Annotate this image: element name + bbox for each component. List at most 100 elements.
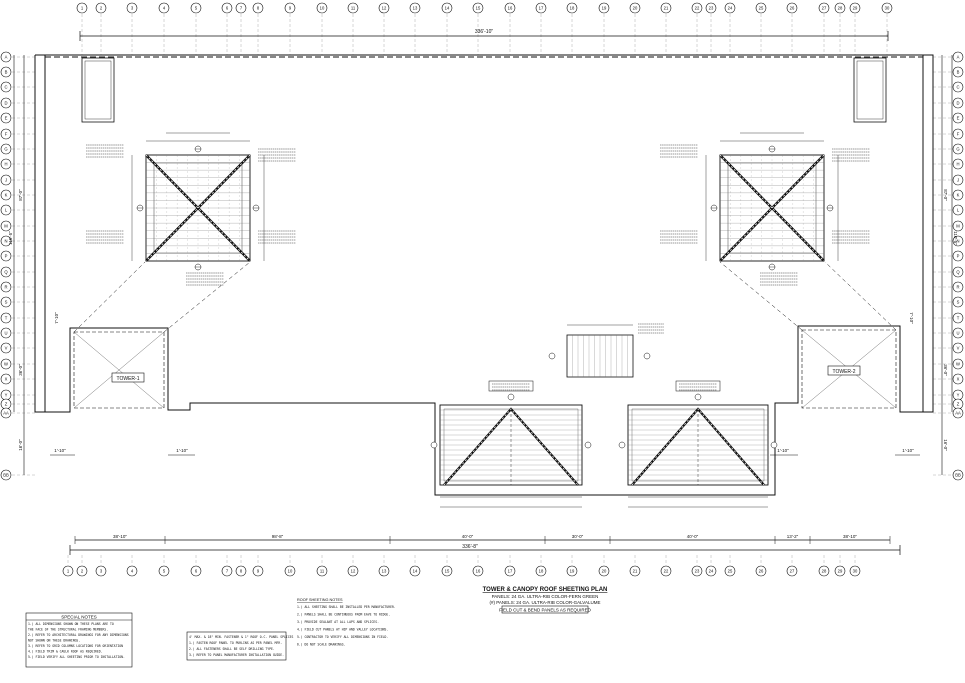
bottom-grid-bubble-label: 9 (257, 569, 260, 574)
boxed-note-frame (501, 605, 589, 614)
bottom-grid-bubble: 5 (158, 565, 170, 577)
top-grid-bubble: 6 (221, 2, 233, 14)
note-line: NOT SHOWN ON THESE DRAWINGS. (28, 639, 80, 643)
left-grid-bubble-label: E (5, 116, 8, 121)
top-grid-bubble-label: 2 (100, 6, 103, 11)
bottom-grid-bubble: 1 (62, 565, 74, 577)
bottom-grid-bubble: 17 (504, 565, 516, 577)
left-grid-bubble: Z (0, 398, 12, 410)
top-grid-bubble: 18 (566, 2, 578, 14)
right-grid-bubble: A (952, 51, 964, 63)
left-grid-bubble: X (0, 373, 12, 385)
left-dim-16: 16'-0" (18, 439, 23, 451)
bottom-grid-bubble-label: 23 (695, 569, 700, 574)
right-grid-bubble: K (952, 189, 964, 201)
bottom-grid-bubble-label: 18 (539, 569, 544, 574)
right-side-dimensions (941, 55, 953, 475)
building-outline (34, 54, 934, 496)
left-grid-bubble-label: M (4, 224, 8, 229)
bottom-grid-bubble: 30 (849, 565, 861, 577)
small-dim-2: 1'-10" (176, 448, 188, 453)
top-grid-bubble-label: 27 (822, 6, 827, 11)
small-dim-1: 1'-10" (54, 448, 66, 453)
note-line: THE FACE OF THE STRUCTURAL FRAMING MEMBE… (28, 628, 108, 632)
right-grid-bubble-label: C (956, 85, 959, 90)
tower-2-label-box (827, 365, 861, 376)
bottom-grid-bubble-label: 17 (508, 569, 513, 574)
top-grid-bubble: 11 (347, 2, 359, 14)
left-grid-bubble-label: B (5, 70, 8, 75)
bottom-grid-bubble: 16 (472, 565, 484, 577)
special-notes-block: SPECIAL NOTES 1.) ALL DIMENSIONS SHOWN O… (25, 612, 133, 668)
right-grid-bubble: T (952, 312, 964, 324)
right-grid-bubble-label: P (957, 254, 960, 259)
bottom-grid-bubble: 7 (221, 565, 233, 577)
top-grid-bubble-label: 30 (885, 6, 890, 11)
right-grid-bubble: AA (952, 407, 964, 419)
note-line: 5.) CONTRACTOR TO VERIFY ALL DIMENSIONS … (297, 635, 388, 639)
left-dim-87: 87'-0" (18, 189, 23, 201)
top-grid-bubble-label: 15 (476, 6, 481, 11)
top-grid-bubble: 16 (504, 2, 516, 14)
right-grid-bubble: C (952, 81, 964, 93)
small-dim-3: 1'-10" (777, 448, 789, 453)
right-grid-bubble: X (952, 373, 964, 385)
right-grid-bubble: E (952, 112, 964, 124)
left-grid-bubble-label: A (5, 55, 8, 60)
bottom-grid-bubble-label: 12 (351, 569, 356, 574)
bottom-grid-bubble-label: 11 (320, 569, 325, 574)
bottom-grid-bubble: 4 (126, 565, 138, 577)
top-grid-bubble-label: 12 (382, 6, 387, 11)
bottom-grid-bubble-label: 6 (195, 569, 198, 574)
top-grid-bubble: 27 (818, 2, 830, 14)
top-grid-bubble: 28 (834, 2, 846, 14)
small-dim-4: 1'-10" (902, 448, 914, 453)
left-grid-bubble-label: R (4, 285, 7, 290)
right-grid-bubble: Y (952, 389, 964, 401)
left-grid-bubble: W (0, 358, 12, 370)
left-grid-bubble-label: V (5, 346, 8, 351)
top-grid-bubble-label: 11 (351, 6, 356, 11)
top-grid-bubble-label: 16 (508, 6, 513, 11)
top-grid-bubble-label: 26 (790, 6, 795, 11)
top-grid-bubble-label: 9 (289, 6, 292, 11)
right-grid-bubble-label: D (956, 101, 959, 106)
left-grid-bubble-label: AA (3, 411, 9, 416)
canopy-roof-left (430, 380, 592, 508)
bottom-grid-bubble: 27 (786, 565, 798, 577)
bottom-grid-bubble: 12 (347, 565, 359, 577)
tower-1-label: TOWER-1 (117, 376, 140, 382)
top-grid-bubble-label: 1 (81, 6, 84, 11)
bottom-grid-bubble-label: 4 (131, 569, 134, 574)
center-canopy-detail (548, 323, 664, 378)
right-grid-bubble-label: K (957, 193, 960, 198)
right-grid-bubble: BB (952, 469, 964, 481)
top-grid-bubble: 15 (472, 2, 484, 14)
left-grid-bubble: R (0, 281, 12, 293)
left-grid-bubble: Y (0, 389, 12, 401)
right-grid-bubble-label: Y (957, 393, 960, 398)
top-grid-bubble: 1 (76, 2, 88, 14)
left-grid-bubble-label: U (4, 331, 7, 336)
top-grid-bubble-label: 20 (633, 6, 638, 11)
right-grid-bubble: N (952, 235, 964, 247)
overall-bottom-dim: 336'-8" (462, 544, 478, 550)
drawing-subtitle-2: (#) PANELS: 24 GA. ULTRA-RIB COLOR-GALVA… (490, 600, 601, 605)
right-grid-bubble: V (952, 342, 964, 354)
right-grid-bubble: R (952, 281, 964, 293)
left-grid-bubble-label: N (4, 239, 7, 244)
bottom-grid-bubble: 19 (566, 565, 578, 577)
left-grid-bubble: K (0, 189, 12, 201)
left-grid-bubble: Q (0, 266, 12, 278)
left-grid-bubble: H (0, 158, 12, 170)
top-grid-bubble: 29 (849, 2, 861, 14)
right-grid-bubble: S (952, 296, 964, 308)
tower-2-label: TOWER-2 (833, 369, 856, 375)
right-grid-bubble-label: F (957, 132, 960, 137)
left-grid-bubble: N (0, 235, 12, 247)
note-line: 2.) REFER TO ARCHITECTURAL DRAWINGS FOR … (28, 633, 129, 637)
